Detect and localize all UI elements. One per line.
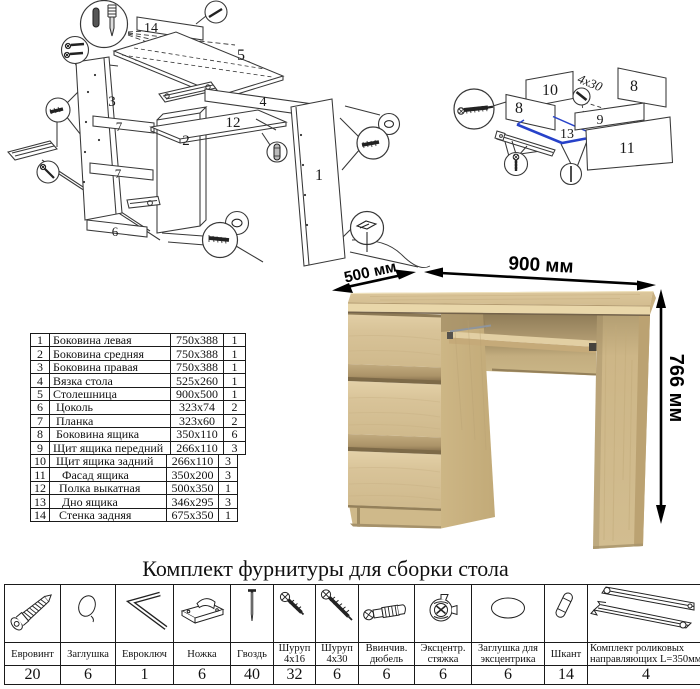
svg-text:8: 8 bbox=[515, 100, 523, 117]
svg-text:2: 2 bbox=[182, 133, 190, 149]
svg-text:10: 10 bbox=[542, 82, 558, 99]
svg-text:4: 4 bbox=[260, 95, 267, 110]
svg-text:3: 3 bbox=[108, 94, 116, 110]
svg-text:7: 7 bbox=[116, 119, 123, 134]
svg-text:9: 9 bbox=[597, 113, 604, 128]
svg-text:7: 7 bbox=[115, 166, 122, 181]
svg-text:5: 5 bbox=[237, 47, 245, 64]
svg-text:6: 6 bbox=[112, 224, 119, 239]
svg-text:14: 14 bbox=[144, 21, 158, 36]
svg-text:900 мм: 900 мм bbox=[508, 253, 574, 277]
svg-text:766 мм: 766 мм bbox=[665, 354, 687, 423]
svg-text:12: 12 bbox=[226, 115, 241, 131]
svg-text:11: 11 bbox=[619, 140, 634, 157]
svg-text:8: 8 bbox=[630, 78, 638, 95]
svg-text:13: 13 bbox=[560, 127, 574, 142]
svg-text:1: 1 bbox=[315, 167, 323, 184]
